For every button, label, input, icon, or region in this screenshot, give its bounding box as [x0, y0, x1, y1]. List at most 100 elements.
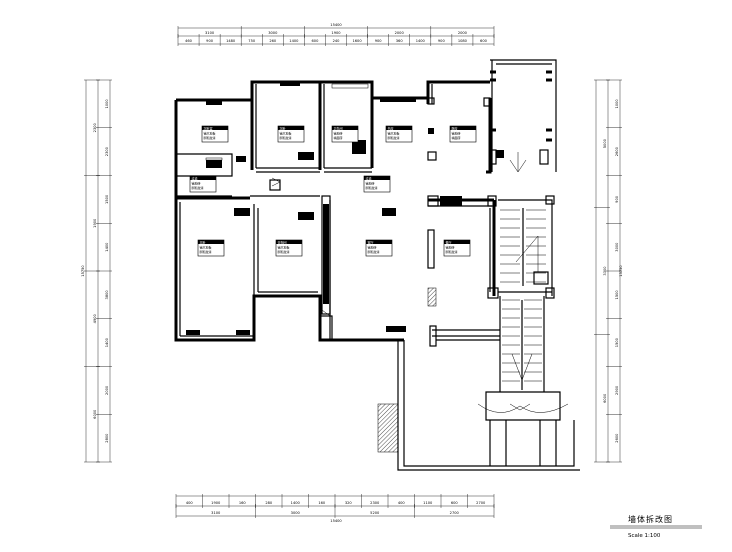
- right-dim-label: 2600: [615, 146, 619, 156]
- bottom-dim-label: 1400: [291, 501, 301, 505]
- left-overall-dim: 15750: [81, 265, 85, 277]
- top-dim-label: 750: [248, 39, 256, 43]
- bottom-dim-label: 5200: [370, 511, 380, 515]
- top-dim-label: 900: [375, 39, 383, 43]
- room-floor-finish: 铺地砖: [366, 181, 375, 186]
- room-tag-header: [198, 240, 224, 244]
- top-dim-label: 600: [480, 39, 488, 43]
- left-dim-label: 2300: [105, 146, 109, 156]
- left-dim-label: 2000: [105, 385, 109, 395]
- stair-upper: [500, 208, 546, 286]
- room-tag-header: [366, 240, 392, 244]
- room-tag-header: [276, 240, 302, 244]
- room-wall-finish: 刷乳胶漆: [278, 249, 290, 254]
- bottom-dim-label: 280: [265, 501, 273, 505]
- room-wall-finish: 墙面砖: [452, 135, 461, 140]
- room-floor-finish: 铺木地板: [278, 245, 290, 250]
- top-dim-label: 1400: [416, 39, 426, 43]
- room-tag-header: [332, 126, 358, 130]
- bottom-dim-label: 3000: [291, 511, 301, 515]
- top-dim-label: 260: [269, 39, 277, 43]
- walls: [174, 59, 580, 471]
- room-wall-finish: 刷乳胶漆: [192, 185, 204, 190]
- bottom-overall-dim: 15400: [330, 519, 342, 523]
- right-dim-label: 1500: [615, 290, 619, 300]
- left-dim-label: 3800: [105, 290, 109, 300]
- left-dim-label: 1500: [105, 194, 109, 204]
- top-overall-dim: 15400: [330, 23, 342, 27]
- bottom-dim-label: 1900: [211, 501, 221, 505]
- bottom-dim-label: 400: [186, 501, 194, 505]
- right-dim-label: 3300: [603, 266, 607, 276]
- top-dim-label: 1080: [458, 39, 468, 43]
- top-dim-label: 900: [206, 39, 214, 43]
- bottom-dim-label: 600: [451, 501, 459, 505]
- top-dim-label: 2000: [458, 31, 468, 35]
- top-dim-label: 1400: [289, 39, 299, 43]
- right-dim-label: 5000: [603, 138, 607, 148]
- bottom-dim-label: 3100: [211, 511, 221, 515]
- bottom-dim-label: 2300: [370, 501, 380, 505]
- room-name: 卫生间: [334, 125, 343, 130]
- left-dim-label: 1000: [105, 99, 109, 109]
- room-floor-finish: 铺木地板: [280, 131, 292, 136]
- room-name: 次卧室: [204, 125, 213, 130]
- bottom-dim-label: 1100: [423, 501, 433, 505]
- drawing-scale: Scale 1:100: [628, 533, 661, 539]
- room-floor-finish: 铺木地板: [200, 245, 212, 250]
- top-dim-label: 2000: [395, 31, 405, 35]
- top-dim-label: 900: [438, 39, 446, 43]
- room-floor-finish: 铺地砖: [192, 181, 201, 186]
- room-wall-finish: 刷乳胶漆: [280, 135, 292, 140]
- room-tag-header: [278, 126, 304, 130]
- title-block: 墙体拆改图 Scale 1:100: [610, 514, 702, 539]
- left-dim-label: 1400: [105, 337, 109, 347]
- top-dim-label: 1480: [226, 39, 236, 43]
- top-dim-label: 360: [396, 39, 404, 43]
- room-wall-finish: 墙面砖: [334, 135, 343, 140]
- fixture-symbols: [186, 82, 549, 335]
- room-wall-finish: 刷乳胶漆: [368, 249, 380, 254]
- top-dim-label: 240: [333, 39, 341, 43]
- left-dim-label: 1400: [105, 242, 109, 252]
- room-tag-header: [190, 176, 216, 180]
- bottom-dim-label: 320: [345, 501, 353, 505]
- room-name: 餐厅: [446, 239, 452, 244]
- room-floor-finish: 铺木地板: [388, 131, 400, 136]
- right-dim-label: 2600: [615, 433, 619, 443]
- room-name: 主卧: [200, 239, 206, 244]
- stair-lower: [502, 299, 542, 390]
- room-tag-header: [202, 126, 228, 130]
- room-floor-finish: 铺地砖: [452, 131, 461, 136]
- room-name: 衣帽间: [278, 239, 287, 244]
- top-dim-label: 1600: [352, 39, 362, 43]
- top-dim-label: 3000: [268, 31, 278, 35]
- room-name: 客厅: [368, 239, 374, 244]
- left-dim-label: 1900: [93, 218, 97, 228]
- top-dim-label: 1900: [331, 31, 341, 35]
- top-dim-label: 600: [312, 39, 320, 43]
- room-name: 过道: [192, 175, 198, 180]
- drawing-title: 墙体拆改图: [628, 514, 673, 524]
- room-tag-header: [450, 126, 476, 130]
- right-dim-label: 1000: [615, 99, 619, 109]
- right-overall-dim: 15750: [619, 265, 623, 277]
- room-tag-header: [444, 240, 470, 244]
- left-dim-label: 4900: [93, 313, 97, 323]
- right-dim-label: 6000: [603, 393, 607, 403]
- room-name: 书房: [388, 125, 394, 130]
- room-name: 过道: [366, 175, 372, 180]
- room-tag-header: [386, 126, 412, 130]
- bottom-dim-label: 160: [318, 501, 326, 505]
